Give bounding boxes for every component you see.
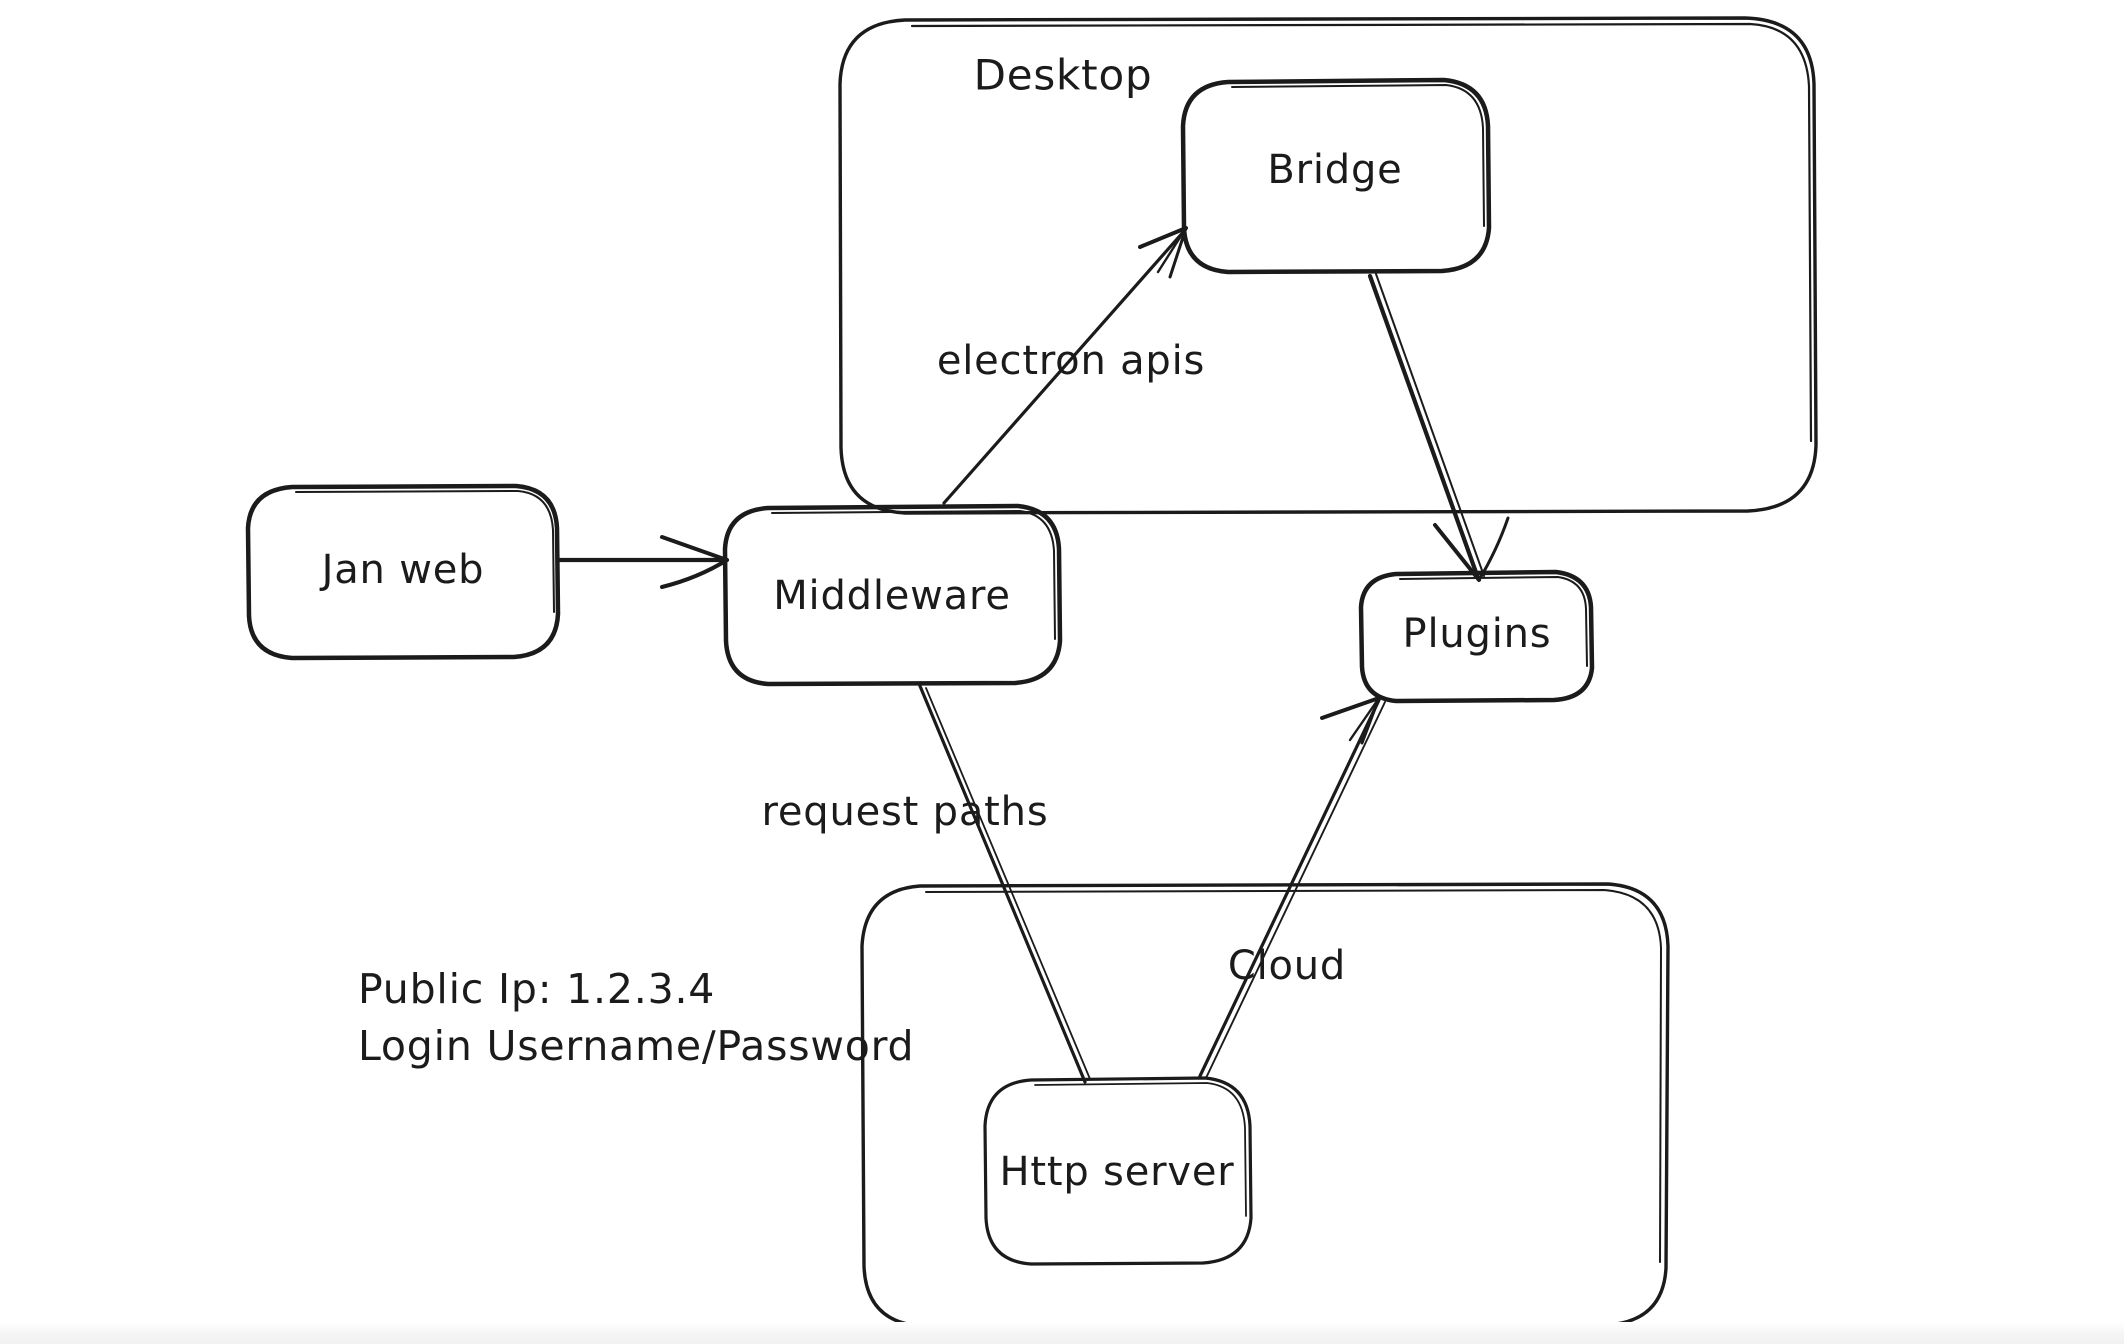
edge-label-electron-apis: electron apis — [937, 338, 1205, 384]
plugins-box-outline — [1358, 569, 1595, 704]
desktop-container-outline-echo — [910, 22, 1813, 443]
edge-middleware-to-http-server[interactable] — [918, 684, 1091, 1084]
arrow-head-middleware-upper — [660, 535, 729, 562]
arrow-head-plugins-bottom-b — [1360, 696, 1381, 745]
jan-web-box-outline-echo — [295, 490, 555, 613]
container-label-desktop: Desktop — [974, 51, 1153, 100]
edge-label-cloud: Cloud — [1228, 943, 1346, 989]
edge-line-electron-apis — [942, 228, 1187, 505]
node-http-server[interactable]: Http server — [983, 1076, 1253, 1266]
bridge-box-outline — [1180, 77, 1492, 275]
arrow-head-bridge-c — [1156, 226, 1188, 274]
node-plugins[interactable]: Plugins — [1358, 569, 1595, 704]
node-label-http-server: Http server — [1000, 1149, 1235, 1195]
edge-line-request-paths-echo — [925, 687, 1091, 1080]
edge-jan-web-to-middleware[interactable] — [555, 535, 729, 589]
node-label-jan-web: Jan web — [319, 547, 485, 593]
plugins-box-outline-echo — [1399, 576, 1588, 667]
bridge-box-outline-echo — [1231, 84, 1485, 227]
arrow-head-plugins-bottom-c — [1348, 696, 1381, 742]
bottom-edge-strip — [0, 1322, 2124, 1344]
middleware-box-outline-echo — [771, 510, 1056, 640]
node-jan-web[interactable]: Jan web — [245, 483, 561, 661]
edge-label-group: electron apis request paths Cloud — [762, 338, 1346, 989]
node-label-bridge: Bridge — [1267, 147, 1402, 193]
edge-line-bridge-plugins — [1367, 273, 1481, 581]
edge-bridge-to-plugins[interactable] — [1367, 273, 1510, 582]
edge-line-bridge-plugins-echo — [1375, 273, 1485, 577]
http-server-box-outline — [983, 1076, 1253, 1266]
node-middleware[interactable]: Middleware — [722, 503, 1063, 687]
node-label-plugins: Plugins — [1403, 611, 1552, 657]
arrow-head-middleware-lower — [660, 558, 729, 589]
edge-line-cloud — [1198, 698, 1381, 1078]
arrow-head-bridge-a — [1138, 226, 1188, 249]
cloud-container-outline-echo — [925, 889, 1662, 1263]
node-label-middleware: Middleware — [773, 573, 1011, 619]
note-line-login-credentials: Login Username/Password — [358, 1022, 914, 1070]
note-line-public-ip: Public Ip: 1.2.3.4 — [358, 965, 715, 1013]
middleware-box-outline — [722, 503, 1063, 687]
edge-line-request-paths — [918, 684, 1087, 1084]
edge-label-request-paths: request paths — [762, 789, 1049, 835]
desktop-container-outline — [838, 16, 1818, 515]
jan-web-box-outline — [245, 483, 561, 661]
edge-line-cloud-echo — [1205, 701, 1386, 1079]
container-desktop[interactable]: Desktop — [838, 16, 1818, 515]
http-server-box-outline-echo — [1034, 1082, 1247, 1217]
node-bridge[interactable]: Bridge — [1180, 77, 1492, 275]
annotation-public-ip-note: Public Ip: 1.2.3.4 Login Username/Passwo… — [358, 965, 914, 1070]
edge-http-server-to-plugins[interactable] — [1198, 696, 1386, 1079]
arrow-head-plugins-bottom-a — [1320, 696, 1381, 720]
